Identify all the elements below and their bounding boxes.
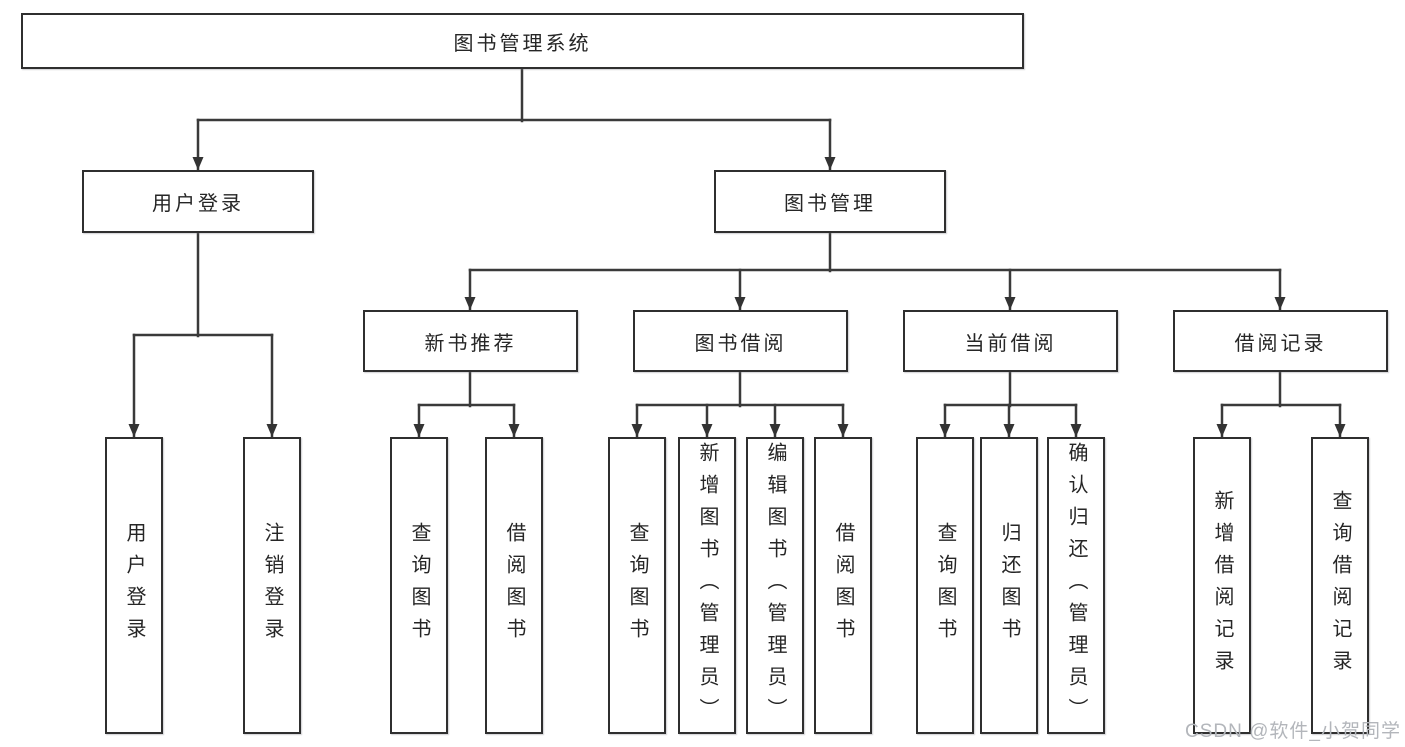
leaf-query-borrow-record: 查询借阅记录 xyxy=(1311,437,1369,734)
node-new-book-recommend: 新书推荐 xyxy=(363,310,578,372)
leaf-borrow-book-recommend: 借阅图书 xyxy=(485,437,543,734)
node-current-borrow: 当前借阅 xyxy=(903,310,1118,372)
leaf-borrow-book-borrow: 借阅图书 xyxy=(814,437,872,734)
leaf-add-book-admin: 新增图书（管理员） xyxy=(678,437,736,734)
node-borrow-records: 借阅记录 xyxy=(1173,310,1388,372)
node-user-login: 用户登录 xyxy=(82,170,314,233)
leaf-return-book: 归还图书 xyxy=(980,437,1038,734)
leaf-logout: 注销登录 xyxy=(243,437,301,734)
leaf-add-borrow-record: 新增借阅记录 xyxy=(1193,437,1251,734)
leaf-query-book-recommend: 查询图书 xyxy=(390,437,448,734)
node-book-borrow: 图书借阅 xyxy=(633,310,848,372)
node-root: 图书管理系统 xyxy=(21,13,1024,69)
node-book-management: 图书管理 xyxy=(714,170,946,233)
leaf-confirm-return-admin: 确认归还（管理员） xyxy=(1047,437,1105,734)
leaf-user-login: 用户登录 xyxy=(105,437,163,734)
leaf-query-book-borrow: 查询图书 xyxy=(608,437,666,734)
csdn-watermark: CSDN @软件_小贺同学 xyxy=(1185,721,1401,742)
leaf-edit-book-admin: 编辑图书（管理员） xyxy=(746,437,804,734)
leaf-query-book-current: 查询图书 xyxy=(916,437,974,734)
